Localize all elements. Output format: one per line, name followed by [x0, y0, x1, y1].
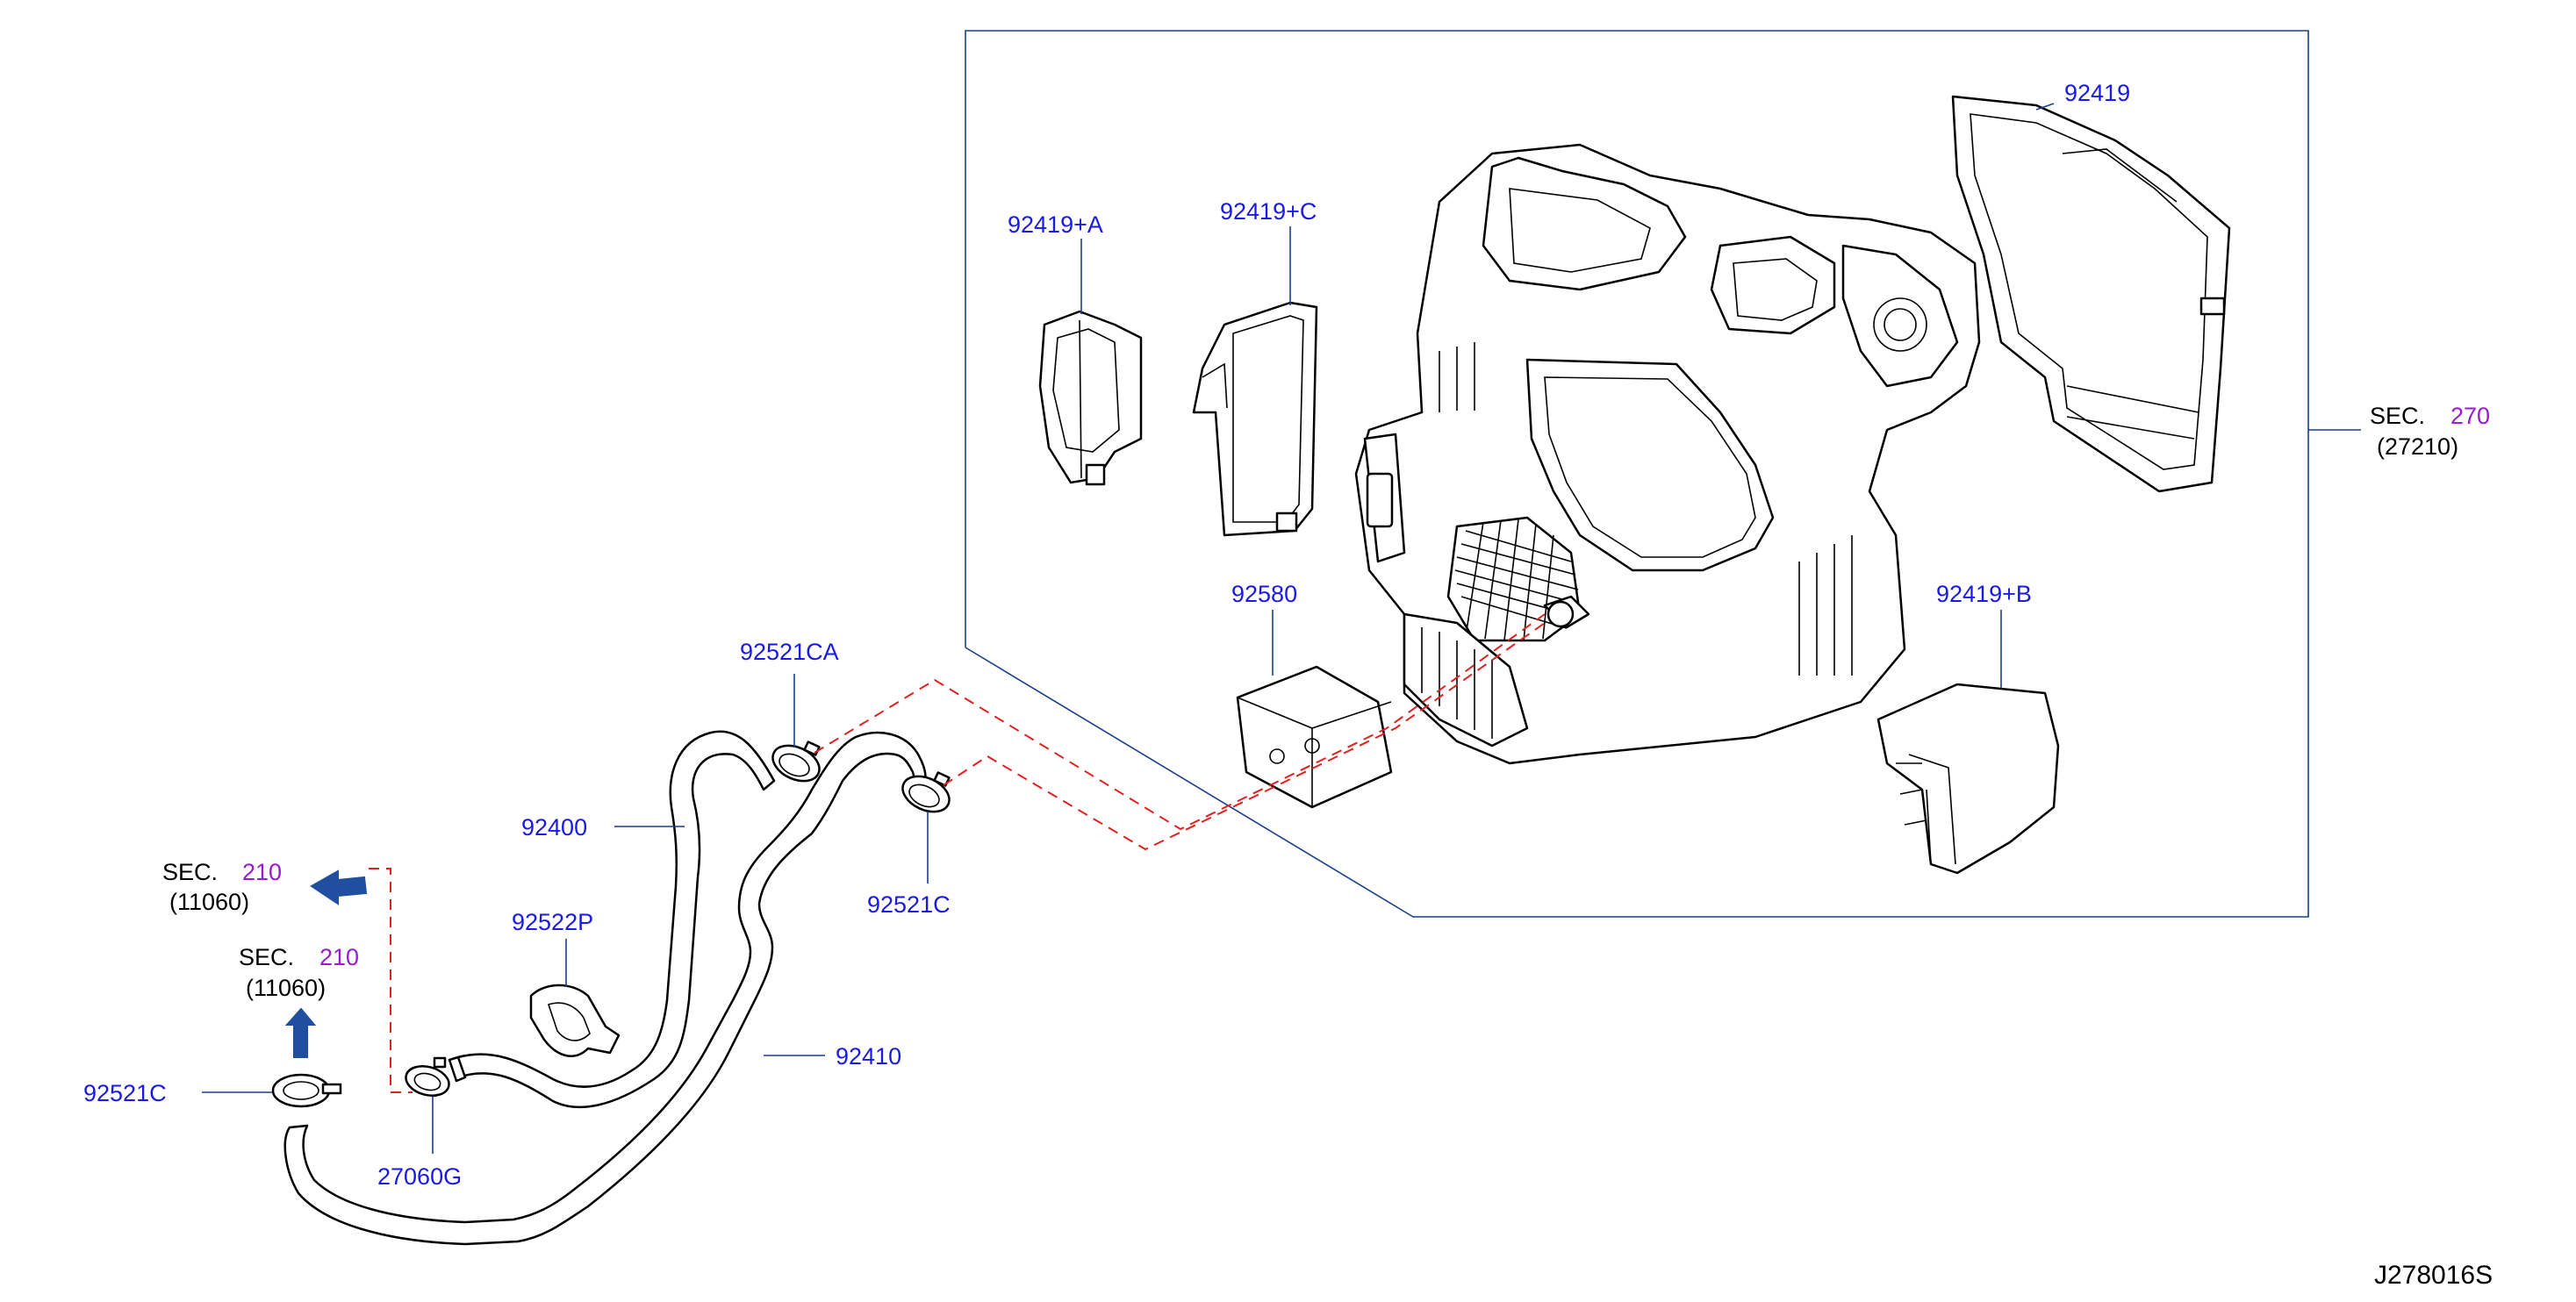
svg-text:270: 270 [2450, 403, 2490, 429]
svg-text:SEC.: SEC. [162, 859, 218, 885]
assembly-frame [965, 30, 2309, 918]
part-92419-b[interactable] [1876, 683, 2060, 875]
label-92400: 92400 [521, 814, 587, 841]
dashed-link-lower [943, 622, 1546, 851]
clamp-92521c-left[interactable] [271, 1073, 342, 1108]
svg-text:SEC.: SEC. [239, 944, 294, 970]
arrow-up-icon [284, 1007, 317, 1058]
blower-grille [1454, 519, 1579, 641]
part-92580[interactable] [1236, 665, 1393, 809]
label-27060g: 27060G [377, 1163, 462, 1190]
label-92522p: 92522P [512, 909, 593, 935]
sec-ref-210-lower[interactable]: SEC. 210 (11060) [239, 944, 359, 1001]
clamp-27060g[interactable] [403, 1056, 453, 1100]
unit-ribs [1421, 342, 1853, 739]
label-92521c-left: 92521C [83, 1080, 167, 1106]
svg-text:SEC.: SEC. [2370, 403, 2425, 429]
label-92580: 92580 [1231, 581, 1297, 607]
part-92419-c[interactable] [1192, 301, 1318, 537]
diagram-reference-code: J278016S [2374, 1261, 2493, 1290]
label-92419-b: 92419+B [1936, 581, 2032, 607]
bracket-92522p[interactable] [529, 984, 621, 1057]
label-92419-a: 92419+A [1008, 211, 1103, 238]
svg-text:(27210): (27210) [2377, 433, 2458, 460]
svg-text:(11060): (11060) [246, 975, 326, 1001]
hose-92400[interactable] [448, 730, 776, 1109]
svg-text:210: 210 [242, 859, 282, 885]
leader-lines [202, 103, 2055, 1154]
heater-unit[interactable] [1354, 143, 1981, 765]
label-92521c-mid: 92521C [867, 891, 951, 918]
sec-ref-270[interactable]: SEC. 270 (27210) [2370, 403, 2490, 460]
dashed-link-upper [814, 613, 1546, 831]
label-92419-c: 92419+C [1220, 198, 1317, 225]
dashed-link-left [369, 868, 413, 1093]
arrow-left-icon [310, 869, 368, 905]
clamp-92521c-mid[interactable] [897, 769, 955, 819]
label-92419: 92419 [2064, 80, 2130, 106]
label-92521ca: 92521CA [740, 639, 839, 665]
sec-ref-210-upper[interactable]: SEC. 210 (11060) [162, 859, 282, 915]
svg-text:210: 210 [319, 944, 359, 970]
label-92410: 92410 [836, 1043, 901, 1070]
svg-text:(11060): (11060) [169, 889, 249, 915]
part-92419-a[interactable] [1038, 310, 1143, 486]
part-92419[interactable] [1951, 95, 2231, 493]
